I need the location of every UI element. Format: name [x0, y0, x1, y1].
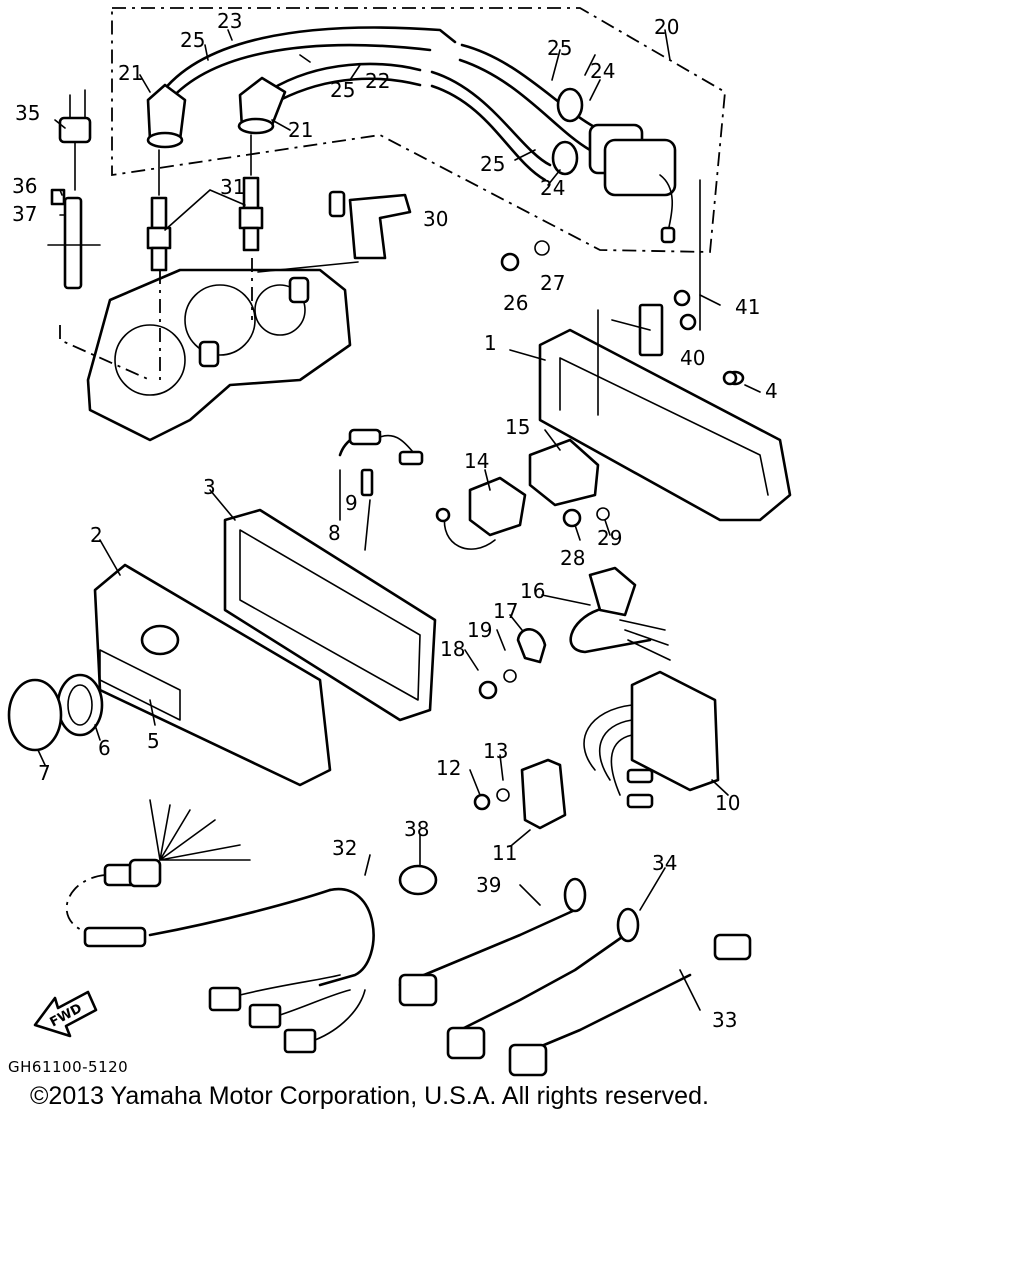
wire-lead: [338, 428, 424, 497]
callout-2: 2: [90, 523, 103, 547]
ignition-coil-assembly-boundary: [111, 7, 726, 253]
diagram-code: GH61100-5120: [8, 1058, 129, 1076]
gasket: [223, 508, 437, 722]
callout-19: 19: [467, 618, 492, 642]
callout-8: 8: [328, 521, 341, 545]
callout-25c: 25: [547, 36, 572, 60]
callout-39: 39: [476, 873, 501, 897]
callout-31: 31: [220, 175, 245, 199]
callout-25d: 25: [480, 152, 505, 176]
callout-17: 17: [493, 599, 518, 623]
callout-34: 34: [652, 851, 677, 875]
callout-26: 26: [503, 291, 528, 315]
callout-7: 7: [38, 761, 51, 785]
callout-5: 5: [147, 729, 160, 753]
callout-27: 27: [540, 271, 565, 295]
callout-40: 40: [680, 346, 705, 370]
callout-6: 6: [98, 736, 111, 760]
forward-arrow-icon: FWD: [33, 990, 98, 1038]
callout-36: 36: [12, 174, 37, 198]
screws: [473, 240, 738, 811]
callout-3: 3: [203, 475, 216, 499]
battery-leads: [398, 877, 752, 1077]
callout-9: 9: [345, 491, 358, 515]
copyright-notice: ©2013 Yamaha Motor Corporation, U.S.A. A…: [30, 1082, 709, 1110]
cdi-bracket: [520, 758, 567, 830]
callout-25b: 25: [330, 78, 355, 102]
spark-plugs: [146, 134, 264, 272]
leader-lines: [37, 29, 761, 1011]
callout-14: 14: [464, 449, 489, 473]
callout-41: 41: [735, 295, 760, 319]
sensor: [569, 566, 671, 661]
callout-23: 23: [217, 9, 242, 33]
parts-diagram: FWD 1 2 3 4 5 6 7 8 9 10 11 12 13 14 15 …: [7, 7, 792, 1077]
callout-33: 33: [712, 1008, 737, 1032]
callout-10: 10: [715, 791, 740, 815]
callout-24a: 24: [590, 59, 615, 83]
callout-21b: 21: [288, 118, 313, 142]
callout-4: 4: [765, 379, 778, 403]
callout-21a: 21: [118, 61, 143, 85]
callout-30: 30: [423, 207, 448, 231]
callout-25a: 25: [180, 28, 205, 52]
harness-clamp: [398, 864, 438, 896]
callout-24b: 24: [540, 176, 565, 200]
callout-28: 28: [560, 546, 585, 570]
bracket: [257, 190, 412, 273]
callout-37: 37: [12, 202, 37, 226]
callout-16: 16: [520, 579, 545, 603]
spark-plug-caps: [146, 76, 287, 149]
ignition-coils: [551, 87, 677, 244]
callout-29: 29: [597, 526, 622, 550]
callout-20: 20: [654, 15, 679, 39]
cover-cap: [7, 678, 63, 752]
callout-11: 11: [492, 841, 517, 865]
callout-22: 22: [365, 69, 390, 93]
starter-relay: [435, 476, 527, 550]
thermo-switch: [47, 89, 101, 290]
callout-15: 15: [505, 415, 530, 439]
high-tension-leads: [158, 26, 602, 182]
callout-35: 35: [15, 101, 40, 125]
callout-32: 32: [332, 836, 357, 860]
cylinder-head: [59, 258, 352, 442]
callout-13: 13: [483, 739, 508, 763]
main-wire-harness: [65, 799, 375, 1054]
callout-38: 38: [404, 817, 429, 841]
rectifier-regulator: [528, 438, 600, 507]
cdi-unit: [583, 670, 720, 809]
callout-18: 18: [440, 637, 465, 661]
callout-labels: 1 2 3 4 5 6 7 8 9 10 11 12 13 14 15 16 1…: [12, 9, 778, 1032]
callout-12: 12: [436, 756, 461, 780]
clamp: [516, 628, 547, 664]
callout-1: 1: [484, 331, 497, 355]
